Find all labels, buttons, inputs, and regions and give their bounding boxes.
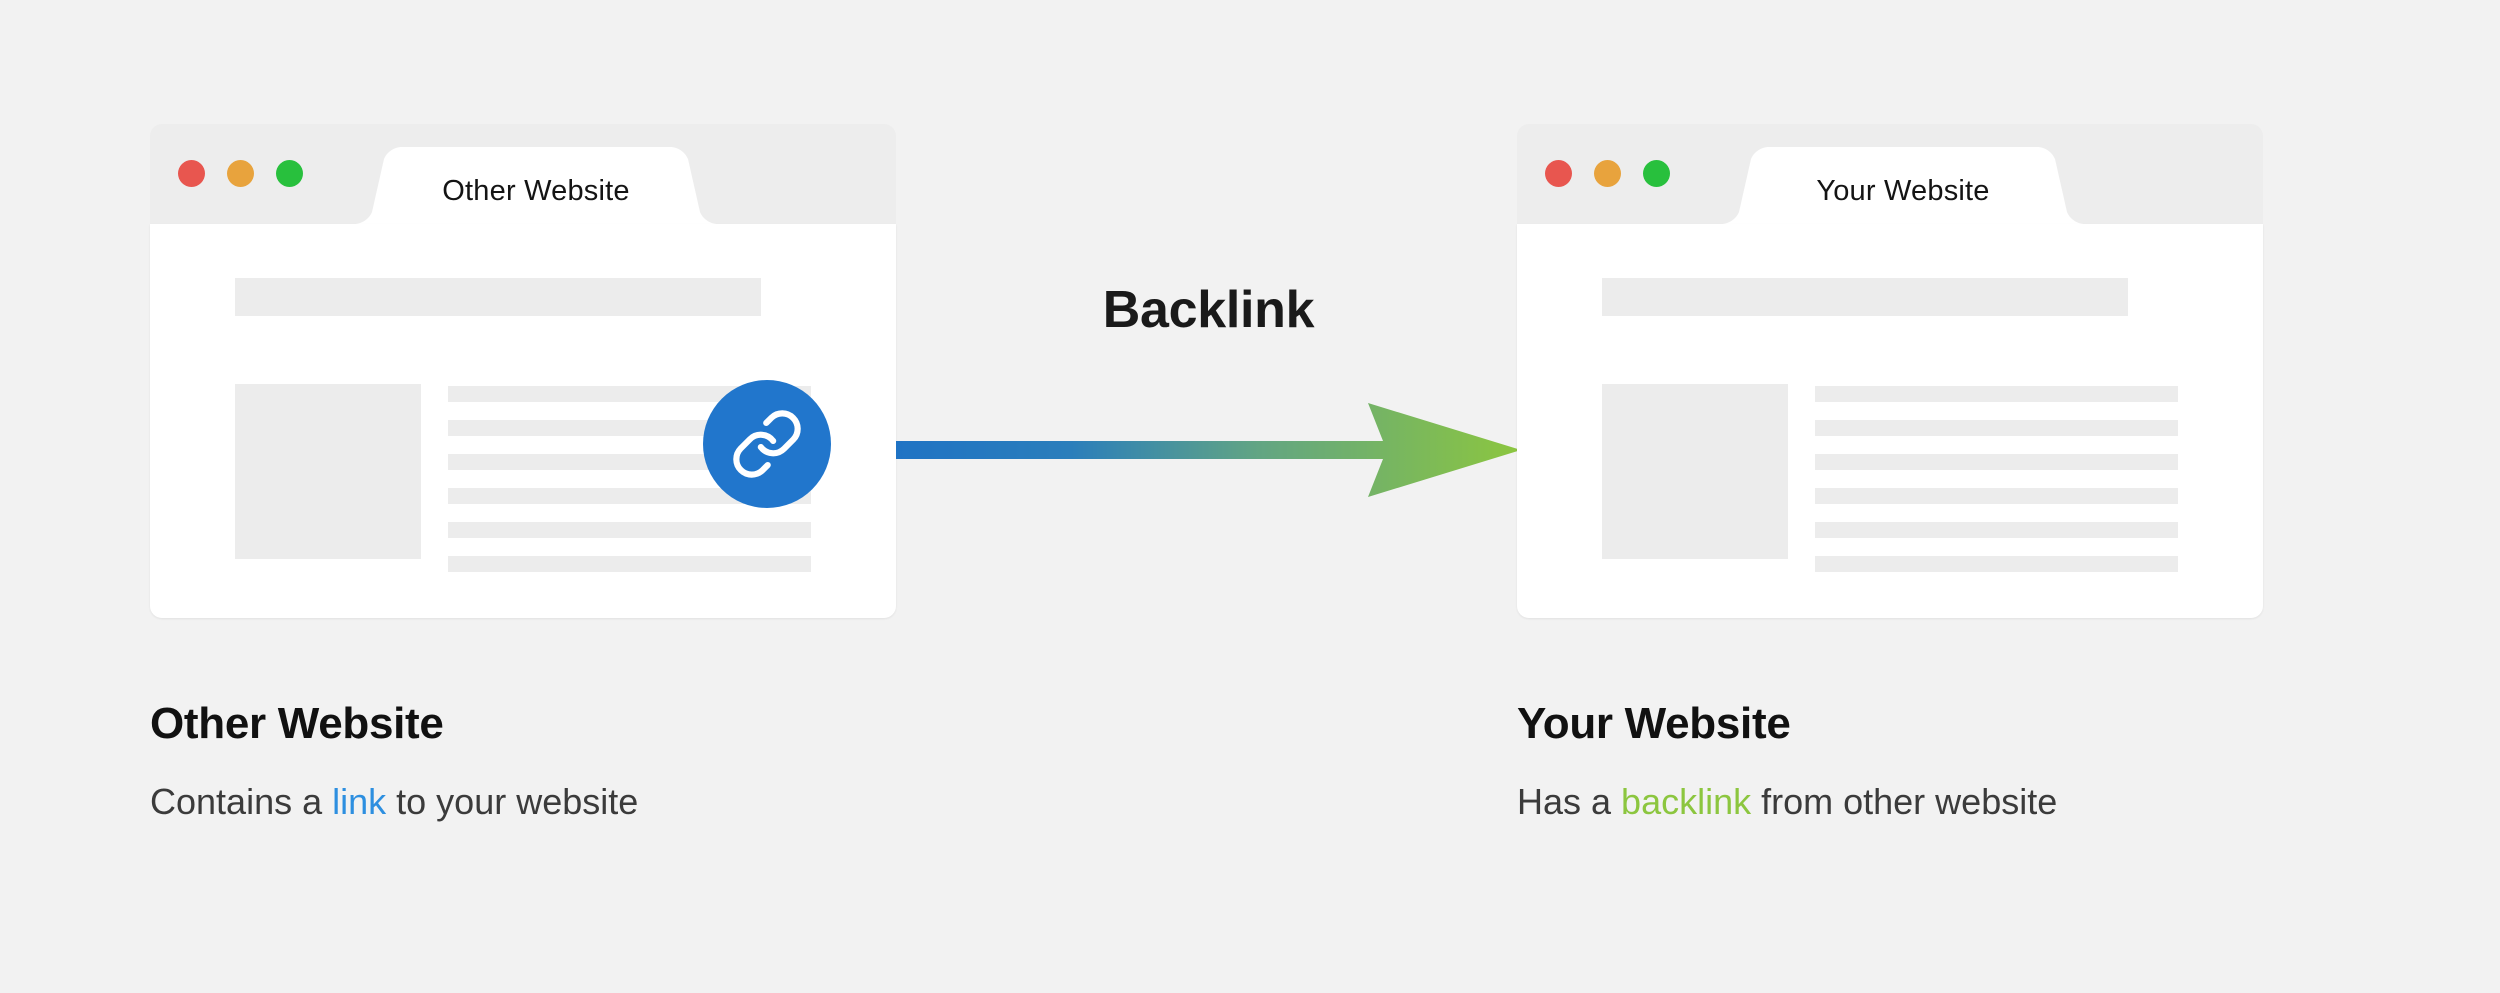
traffic-lights-group [178,160,303,187]
chain-link-icon[interactable] [703,380,831,508]
close-button-icon[interactable] [1545,160,1572,187]
minimize-button-icon[interactable] [227,160,254,187]
caption-highlight-backlink[interactable]: backlink [1621,781,1752,823]
caption-title: Other Website [150,699,444,748]
skeleton-content-row [1602,384,2178,572]
skeleton-line [1815,488,2178,504]
browser-window-other-website: Other Website [150,124,896,618]
skeleton-line [448,522,811,538]
skeleton-image-block [1602,384,1788,559]
chain-link-glyph [733,410,801,478]
skeleton-line [1815,420,2178,436]
skeleton-header-block [235,278,761,316]
browser-viewport [1517,224,2263,618]
caption-text-before: Has a [1517,781,1622,823]
browser-tab-your-website[interactable]: Your Website [1703,147,2103,224]
backlink-arrow [896,400,1521,500]
skeleton-content-row [235,384,811,572]
tab-label: Your Website [1816,175,1990,207]
minimize-button-icon[interactable] [1594,160,1621,187]
maximize-button-icon[interactable] [276,160,303,187]
skeleton-line [1815,454,2178,470]
skeleton-header-block [1602,278,2128,316]
traffic-lights-group [1545,160,1670,187]
caption-subtitle: Contains a link to your website [150,780,1150,823]
skeleton-line [1815,522,2178,538]
tab-shape [1703,147,2103,224]
tab-shape [336,147,736,224]
caption-title: Your Website [1517,699,1791,748]
skeleton-line [448,488,811,504]
arrow-right-icon [896,403,1521,497]
browser-tab-other-website[interactable]: Other Website [336,147,736,224]
browser-window-your-website: Your Website [1517,124,2263,618]
skeleton-text-lines [448,384,811,572]
caption-other-website: Other Website Contains a link to your we… [150,699,1150,824]
caption-text-before: Contains a [150,781,333,823]
caption-highlight-link[interactable]: link [332,781,387,823]
skeleton-line [448,386,811,402]
skeleton-text-lines [1815,384,2178,572]
skeleton-line [448,556,811,572]
tab-label: Other Website [442,175,630,207]
close-button-icon[interactable] [178,160,205,187]
skeleton-line [1815,556,2178,572]
caption-your-website: Your Website Has a backlink from other w… [1517,699,2500,824]
maximize-button-icon[interactable] [1643,160,1670,187]
caption-subtitle: Has a backlink from other website [1517,780,2500,823]
backlink-label: Backlink [1102,281,1315,339]
caption-text-after: to your website [386,781,639,823]
skeleton-line [1815,386,2178,402]
skeleton-image-block [235,384,421,559]
caption-text-after: from other website [1751,781,2058,823]
